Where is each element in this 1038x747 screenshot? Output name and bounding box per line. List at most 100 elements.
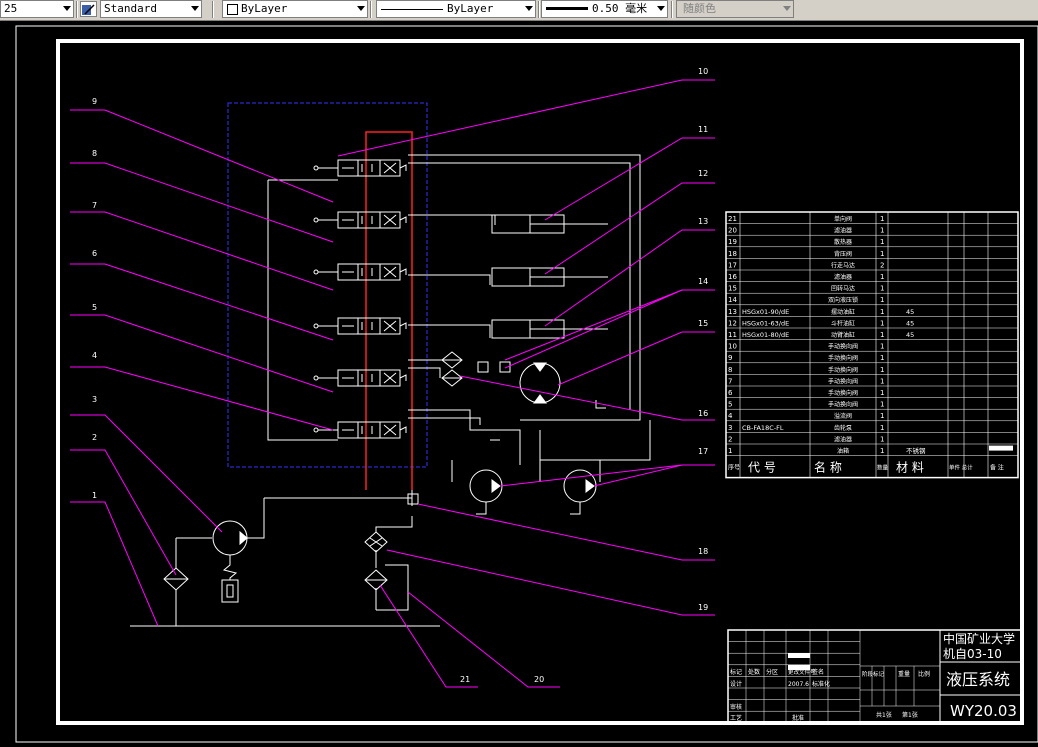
text-style-value: Standard	[104, 2, 157, 15]
plotstyle-value: 随颜色	[683, 2, 716, 15]
bom-row-no: 3	[728, 424, 732, 432]
bom-header-name: 名 称	[814, 460, 842, 475]
color-swatch-icon	[227, 4, 238, 15]
bom-row-no: 21	[728, 215, 737, 223]
linetype-value: ByLayer	[447, 2, 494, 15]
callout-label: 18	[698, 547, 708, 556]
filter-2	[163, 567, 189, 591]
bom-row-qty: 1	[880, 354, 884, 362]
bom-row-name: 滤油器	[834, 435, 852, 443]
bom-row-material: 45	[906, 319, 914, 327]
bom-row-name: 动臂油缸	[831, 331, 855, 339]
callout-label: 19	[698, 603, 708, 612]
bom-row-qty: 2	[880, 261, 884, 269]
return-lines	[130, 154, 651, 627]
cooler-19	[364, 531, 388, 553]
bom-row-no: 17	[728, 261, 737, 269]
lineweight-sample-icon	[546, 7, 588, 10]
toolbar-separator	[370, 1, 372, 18]
sheet-outer-border	[15, 25, 1038, 743]
title-scale-label: 比例	[918, 670, 930, 678]
title-sheet-no: 第1张	[902, 711, 918, 719]
callout-label: 17	[698, 447, 708, 456]
bom-row-code: HSGx01-90/dE	[742, 308, 789, 316]
bom-header-weight: 单件 总计	[949, 464, 973, 472]
bom-row-name: 滤油器	[834, 227, 852, 235]
callout-label: 16	[698, 409, 708, 418]
bom-row-qty: 1	[880, 447, 884, 455]
title-drawing-name: 液压系统	[946, 670, 1010, 689]
bom-header-seq: 序号	[728, 464, 740, 472]
bom-row-name: 行走马达	[831, 261, 855, 269]
pumps-motors	[163, 351, 606, 603]
filter-20	[364, 569, 388, 591]
leader-lines	[70, 79, 715, 688]
sheet-inner-border	[56, 39, 1024, 725]
text-style-combo[interactable]: Standard	[100, 0, 202, 18]
bom-row-no: 19	[728, 238, 737, 246]
callout-label: 6	[92, 249, 97, 258]
bom-row-no: 5	[728, 401, 732, 409]
chevron-down-icon[interactable]	[63, 6, 71, 11]
bom-row-qty: 1	[880, 308, 884, 316]
callout-label: 15	[698, 319, 708, 328]
bom-row-no: 13	[728, 308, 737, 316]
bom-row-name: 回转马达	[831, 285, 855, 293]
lineweight-combo[interactable]: 0.50 毫米	[541, 0, 668, 18]
valve-stack	[313, 159, 407, 439]
bom-row-name: 摆动油缸	[831, 308, 855, 316]
bom-row-qty: 1	[880, 435, 884, 443]
chevron-down-icon[interactable]	[357, 6, 365, 11]
directional-valve	[313, 263, 407, 281]
callout-label: 7	[92, 201, 97, 210]
chevron-down-icon[interactable]	[657, 6, 665, 11]
properties-toolbar: 25 Standard ByLayer ByLayer 0.50 毫米 随颜色	[0, 0, 1038, 21]
bom-row-name: 齿轮泵	[834, 424, 852, 432]
bom-header-remark: 备 注	[990, 464, 1004, 472]
callout-label: 14	[698, 277, 708, 286]
valve-block-boundary	[227, 102, 428, 468]
directional-valve	[313, 317, 407, 335]
title-designer-label: 设计	[730, 680, 742, 688]
chevron-down-icon[interactable]	[191, 6, 199, 11]
bom-row-no: 6	[728, 389, 733, 397]
bom-row-no: 2	[728, 435, 732, 443]
linetype-combo[interactable]: ByLayer	[376, 0, 536, 18]
pressure-line	[365, 131, 413, 490]
callout-label: 10	[698, 67, 708, 76]
bom-row-name: 手动换向阀	[828, 389, 858, 397]
bom-row-no: 8	[728, 366, 732, 374]
bom-row-name: 溢流阀	[834, 412, 852, 420]
toolbar-separator	[671, 1, 673, 18]
bom-row-qty: 1	[880, 227, 884, 235]
title-change-label: 更改文件号	[788, 668, 816, 676]
bom-row-qty: 1	[880, 366, 884, 374]
scale-combo[interactable]: 25	[0, 0, 74, 18]
bom-row-no: 10	[728, 343, 737, 351]
bom-row-no: 14	[728, 296, 737, 304]
back-pressure-valve	[407, 493, 419, 505]
bom-row-code: HSGx01-63/dE	[742, 319, 789, 327]
chevron-down-icon[interactable]	[525, 6, 533, 11]
bom-row-name: 背压阀	[834, 250, 852, 258]
bom-row-qty: 1	[880, 285, 884, 293]
title-date: 2007.6	[788, 681, 809, 688]
scale-value: 25	[4, 2, 18, 15]
bom-row-no: 16	[728, 273, 737, 281]
bom-row-name: 手动换向阀	[828, 366, 858, 374]
bom-row-qty: 1	[880, 331, 884, 339]
text-style-icon[interactable]	[80, 1, 97, 17]
bom-row-name: 滤油器	[834, 273, 852, 281]
title-approve-label: 批准	[792, 714, 804, 722]
bom-row-qty: 1	[880, 273, 884, 281]
bom-row-qty: 1	[880, 215, 884, 223]
bom-row-no: 9	[728, 354, 732, 362]
color-value: ByLayer	[241, 2, 288, 15]
title-drawing-no: WY20.03	[950, 702, 1017, 720]
bom-row-name: 手动换向阀	[828, 354, 858, 362]
bom-row-qty: 1	[880, 319, 884, 327]
color-combo[interactable]: ByLayer	[222, 0, 368, 18]
callout-label: 3	[92, 395, 97, 404]
directional-valve	[313, 421, 407, 439]
